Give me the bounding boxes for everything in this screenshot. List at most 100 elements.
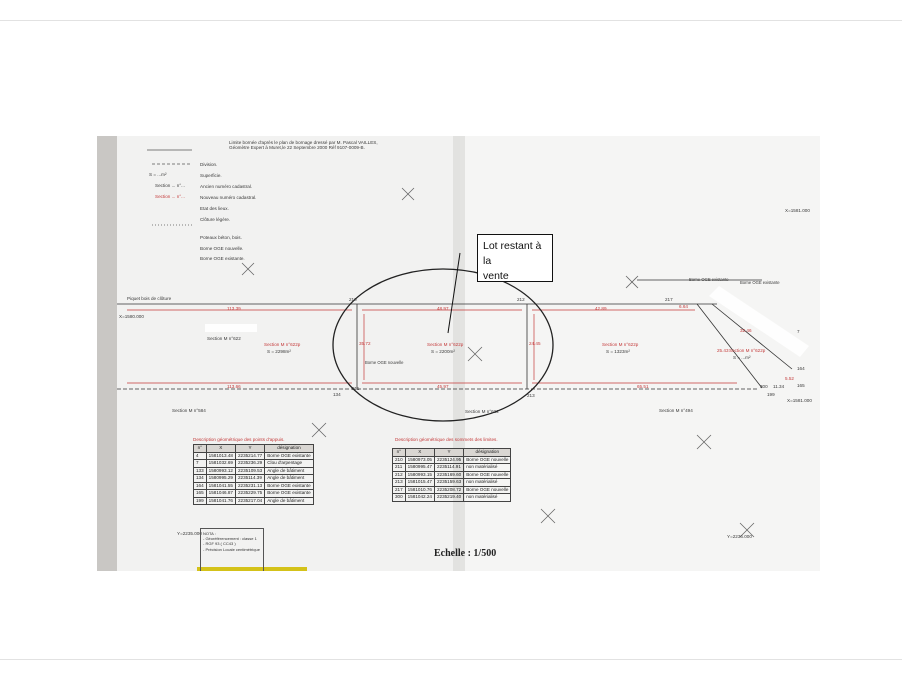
table-cell: 1581041.76 <box>205 496 236 505</box>
dim-bottom-1: 113.66 <box>227 384 241 389</box>
coord-label-4: Y=2235.000 <box>177 531 202 536</box>
dim-vertical-4: 5.52 <box>785 376 794 381</box>
notes-title: NOTA : <box>203 531 216 536</box>
point-213: 213 <box>527 393 535 398</box>
dim-top-3: 42.89 <box>595 306 607 311</box>
table-cell: Borne OGE nouvelle <box>463 470 512 479</box>
table-cell: 2235124.95 <box>433 455 465 464</box>
table-cell: non matérialisé <box>463 463 512 472</box>
table-cell: 1581041.55 <box>205 481 236 490</box>
point-211: 211 <box>352 386 360 391</box>
table-cell: 2235109.53 <box>234 466 266 475</box>
legend-posts: Poteaux béton, bois. <box>200 235 242 240</box>
lot-2-area: S = 2200m² <box>431 349 455 354</box>
dim-top-2: 48.97 <box>437 306 449 311</box>
table-cell: 2235208.72 <box>433 485 465 494</box>
coord-label-1: X=1581.000 <box>785 208 810 213</box>
legend-fence: Clôture légère. <box>200 217 231 222</box>
borne-label-1: Borne OGE nouvelle <box>365 360 404 365</box>
table-cell: 2235231.13 <box>234 481 266 490</box>
lot-3-area: S = 1323m² <box>606 349 630 354</box>
table-vertices-title: Description géométrique des sommets des … <box>395 437 498 442</box>
coord-label-5: Y=2236.000 <box>727 534 752 539</box>
tape-strip <box>197 567 307 571</box>
table-cell: 2235229.75 <box>234 489 266 498</box>
point-217: 217 <box>665 297 673 302</box>
table-cell: 300 <box>392 493 406 502</box>
point-164: 164 <box>797 366 805 371</box>
point-199: 199 <box>767 392 775 397</box>
legend-symbol-new: Section ... n°... <box>155 194 185 199</box>
table-cell: 164 <box>193 481 207 490</box>
table-cell: 2235159.63 <box>433 478 465 487</box>
lot-1-name: Section M n°622p <box>264 342 301 347</box>
legend-division: Division. <box>200 162 218 167</box>
cadastral-plan-photo: Limite bornée d'après le plan de bornage… <box>97 136 820 571</box>
point-7: 7 <box>797 329 800 334</box>
table-cell: 1580993.12 <box>205 466 236 475</box>
table-cell: non matérialisé <box>463 478 512 487</box>
table-cell: 1580995.29 <box>205 474 236 483</box>
table-header-cell: n° <box>392 448 406 457</box>
legend-superficie: Superficie. <box>200 173 222 178</box>
glare-strip <box>709 286 809 357</box>
legend-symbol-old: Section ... n°... <box>155 183 185 188</box>
table-cell: 2235236.29 <box>234 459 266 468</box>
table-cell: 2235214.77 <box>234 451 266 460</box>
section-label-1: Section M n°622 <box>207 336 241 341</box>
dim-top-5: 32.46 <box>740 328 752 333</box>
dim-vertical-3: 25.43 <box>717 348 729 353</box>
section-label-3: Section M n°622 <box>465 409 499 414</box>
table-header-cell: désignation <box>463 448 512 457</box>
table-header-cell: X <box>205 444 236 453</box>
borne-label-3: Borne OGE existante <box>740 280 780 285</box>
table-header-cell: Y <box>433 448 465 457</box>
coord-label-2: X=1580.000 <box>119 314 144 319</box>
table-header-cell: n° <box>193 444 207 453</box>
table-header-cell: Y <box>234 444 266 453</box>
borne-label-2: Borne OGE existante <box>689 277 729 282</box>
notes-box: NOTA : - Géoréférencement : classe 1 - R… <box>200 528 264 571</box>
point-300: 300 <box>760 384 768 389</box>
notes-line: - Géoréférencement : classe 1 <box>203 536 257 542</box>
legend-old-number: Ancien numéro cadastral. <box>200 184 253 189</box>
legend-state: Etat des lieux. <box>200 206 229 211</box>
dim-top-4: 6.64 <box>679 304 688 309</box>
dim-top-1: 113.39 <box>227 306 241 311</box>
callout-line-1: Lot restant à la <box>483 240 542 267</box>
notes-line: - RGF 93 ( CC43 ) <box>203 541 236 547</box>
table-cell: Clou d'arpentage <box>264 459 314 468</box>
point-134: 134 <box>333 392 341 397</box>
callout-box: Lot restant à la vente <box>477 234 553 282</box>
table-cell: 1581042.24 <box>404 493 435 502</box>
dim-vertical-1: 35.72 <box>359 341 371 346</box>
glare-patch <box>205 324 257 332</box>
table-cell: Borne OGE nouvelle <box>463 455 512 464</box>
table-cell: 4 <box>193 451 207 460</box>
table-cell: Angle de bâtiment <box>264 474 314 483</box>
table-header-row: n° X Y désignation <box>193 444 314 453</box>
dim-bottom-3: 65.51 <box>637 384 649 389</box>
table-cell: Borne OGE existante <box>264 489 314 498</box>
table-cell: Borne OGE existante <box>264 481 314 490</box>
table-cell: 213 <box>392 478 406 487</box>
table-cell: 2235114.91 <box>433 463 465 472</box>
lot-3-name: Section M n°622p <box>602 342 639 347</box>
dimension-lines <box>127 309 737 384</box>
table-cell: 212 <box>392 470 406 479</box>
table-cell: 165 <box>193 489 207 498</box>
plan-drawing <box>97 136 820 571</box>
legend-symbol-superficie: S = ...m² <box>149 172 167 177</box>
scale-label: Echelle : 1/500 <box>434 548 497 559</box>
point-165: 165 <box>797 383 805 388</box>
table-cell: non matérialisé <box>463 493 512 502</box>
table-cell: 134 <box>193 474 207 483</box>
